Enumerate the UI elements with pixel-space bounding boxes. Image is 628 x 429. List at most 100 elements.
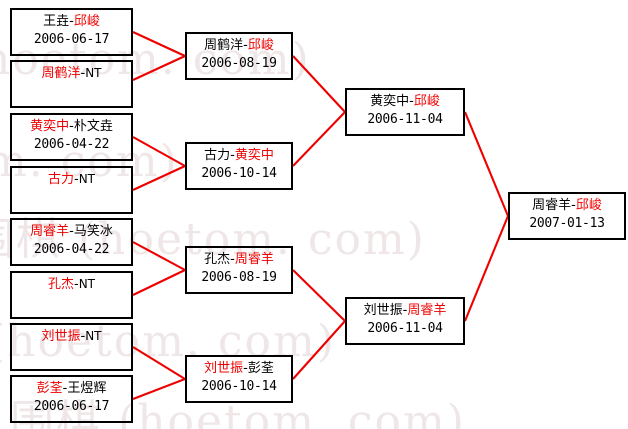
connector-line	[132, 346, 186, 380]
player-separator: -	[69, 224, 74, 239]
match-players: 孔杰-NT	[12, 275, 131, 294]
match-box[interactable]: 周睿羊-马笑冰 2006-04-22	[10, 218, 133, 266]
player-b: 王煜辉	[67, 381, 107, 396]
match-box[interactable]: 刘世振-周睿羊 2006-11-04	[345, 297, 465, 345]
match-date: 2006-08-19	[201, 56, 277, 71]
player-a: 古力	[204, 148, 231, 163]
player-b: 黄奕中	[234, 148, 274, 163]
match-box[interactable]: 周鹤洋-NT	[10, 60, 133, 108]
match-box[interactable]: 黄奕中-邱峻 2006-11-04	[345, 88, 465, 136]
match-players: 孔杰-周睿羊	[187, 250, 291, 269]
match-date: 2006-08-19	[201, 270, 277, 285]
match-players: 周鹤洋-NT	[12, 64, 131, 83]
player-b: 周睿羊	[407, 303, 447, 318]
match-players: 古力-黄奕中	[187, 146, 291, 165]
player-a: 周睿羊	[30, 224, 70, 239]
match-date: 2006-10-14	[201, 379, 277, 394]
match-box[interactable]: 王垚-邱峻 2006-06-17	[10, 8, 133, 56]
player-b: 朴文垚	[73, 119, 113, 134]
player-b: NT	[85, 329, 102, 343]
player-a: 黄奕中	[370, 94, 410, 109]
player-a: 周鹤洋	[204, 38, 244, 53]
match-box-final[interactable]: 周睿羊-邱峻 2007-01-13	[508, 192, 626, 240]
match-box[interactable]: 刘世振-彭荃 2006-10-14	[185, 355, 293, 403]
player-b: 邱峻	[575, 198, 602, 213]
player-separator: -	[243, 38, 248, 53]
connector-line	[292, 55, 346, 113]
match-players: 刘世振-彭荃	[187, 359, 291, 378]
match-box[interactable]: 古力-黄奕中 2006-10-14	[185, 142, 293, 190]
player-a: 周睿羊	[532, 198, 572, 213]
match-box[interactable]: 孔杰-周睿羊 2006-08-19	[185, 246, 293, 294]
player-a: 彭荃	[36, 381, 63, 396]
player-a: 黄奕中	[30, 119, 70, 134]
connector-line	[132, 241, 186, 271]
player-separator: -	[69, 14, 74, 29]
match-players: 黄奕中-邱峻	[347, 92, 463, 111]
connector-line	[464, 111, 509, 217]
player-b: 邱峻	[73, 14, 100, 29]
player-separator: -	[74, 172, 79, 187]
connector-line	[292, 320, 346, 380]
match-players: 古力-NT	[12, 170, 131, 189]
match-players: 周睿羊-马笑冰	[12, 222, 131, 241]
match-date: 2006-10-14	[201, 166, 277, 181]
player-separator: -	[230, 148, 235, 163]
match-players: 黄奕中-朴文垚	[12, 117, 131, 136]
match-date: 2006-06-17	[33, 399, 110, 414]
player-separator: -	[74, 277, 79, 292]
player-separator: -	[243, 361, 248, 376]
player-separator: -	[409, 94, 414, 109]
player-a: 王垚	[43, 14, 70, 29]
match-box[interactable]: 孔杰-NT	[10, 271, 133, 319]
match-date: 2006-04-22	[33, 137, 110, 152]
player-b: 周睿羊	[234, 252, 274, 267]
player-b: 彭荃	[247, 361, 274, 376]
match-date: 2006-06-17	[33, 32, 110, 47]
connector-line	[464, 215, 509, 322]
match-box[interactable]: 黄奕中-朴文垚 2006-04-22	[10, 113, 133, 161]
player-b: NT	[78, 172, 96, 186]
player-b: NT	[85, 66, 102, 80]
player-b: NT	[78, 277, 96, 291]
match-players: 周睿羊-邱峻	[510, 196, 624, 215]
player-b: 邱峻	[413, 94, 440, 109]
player-a: 古力	[47, 172, 74, 187]
player-separator: -	[230, 252, 235, 267]
player-b: 邱峻	[247, 38, 274, 53]
connector-line	[132, 165, 186, 191]
player-separator: -	[571, 198, 576, 213]
player-separator: -	[62, 381, 68, 396]
connector-line	[132, 136, 186, 167]
player-separator: -	[80, 66, 86, 81]
match-players: 刘世振-NT	[12, 327, 131, 346]
connector-line	[132, 269, 186, 296]
connector-line	[132, 55, 186, 81]
match-date: 2006-04-22	[33, 242, 110, 257]
match-box[interactable]: 彭荃-王煜辉 2006-06-17	[10, 375, 133, 423]
match-box[interactable]: 周鹤洋-邱峻 2006-08-19	[185, 32, 293, 80]
match-players: 周鹤洋-邱峻	[187, 36, 291, 55]
match-players: 刘世振-周睿羊	[347, 301, 463, 320]
match-date: 2006-11-04	[367, 321, 443, 336]
connector-line	[132, 378, 186, 400]
player-b: 马笑冰	[73, 224, 113, 239]
match-players: 王垚-邱峻	[12, 12, 131, 31]
match-box[interactable]: 古力-NT	[10, 166, 133, 214]
match-date: 2006-11-04	[367, 112, 443, 127]
player-a: 周鹤洋	[41, 66, 81, 81]
match-players: 彭荃-王煜辉	[12, 379, 131, 398]
connector-line	[132, 31, 186, 57]
player-a: 刘世振	[363, 303, 403, 318]
player-separator: -	[69, 119, 74, 134]
player-separator: -	[402, 303, 408, 318]
connector-line	[292, 269, 346, 322]
match-date: 2007-01-13	[529, 216, 605, 231]
match-box[interactable]: 刘世振-NT	[10, 323, 133, 371]
player-a: 刘世振	[204, 361, 244, 376]
player-a: 孔杰	[204, 252, 231, 267]
player-a: 刘世振	[41, 329, 81, 344]
connector-line	[292, 111, 346, 167]
player-a: 孔杰	[47, 277, 74, 292]
